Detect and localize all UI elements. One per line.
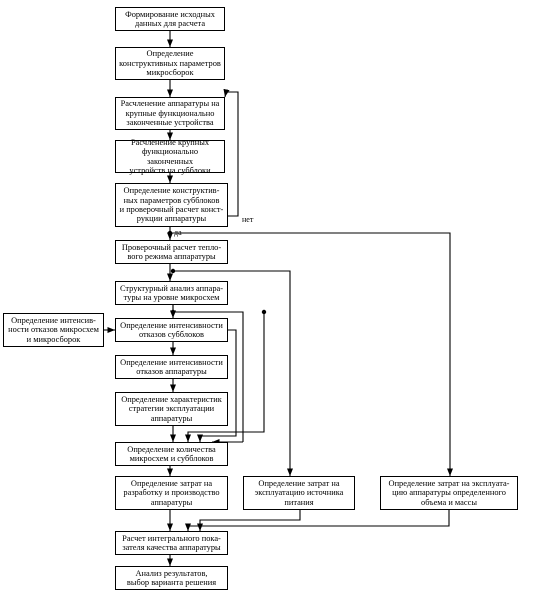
box-input-data: Формирование исходных данных для расчета bbox=[115, 7, 225, 31]
box-equipment-failure-rate: Определение интенсивности отказов аппара… bbox=[115, 355, 228, 379]
box-microchip-failure-rate: Определение интенсив- ности отказов микр… bbox=[3, 313, 104, 347]
label-no: нет bbox=[242, 215, 254, 224]
box-microassembly-params: Определение конструктивных параметров ми… bbox=[115, 47, 225, 80]
box-thermal-check: Проверочный расчет тепло- вого режима ап… bbox=[115, 240, 228, 264]
box-power-source-cost: Определение затрат на эксплуатацию источ… bbox=[243, 476, 355, 510]
connector bbox=[173, 270, 294, 476]
box-volume-mass-cost: Определение затрат на эксплуата- цию апп… bbox=[380, 476, 518, 510]
box-split-devices: Расчленение аппаратуры на крупные функци… bbox=[115, 97, 225, 130]
box-operation-strategy: Определение характеристик стратегии эксп… bbox=[115, 392, 228, 426]
no-loop-arrow bbox=[223, 88, 230, 98]
box-subblock-failure-rate: Определение интенсивности отказов суббло… bbox=[115, 318, 228, 342]
junction-dot bbox=[167, 230, 173, 236]
box-split-subblocks: Расчленение крупных функционально законч… bbox=[115, 138, 225, 175]
box-dev-production-cost: Определение затрат на разработку и произ… bbox=[115, 476, 228, 510]
connector bbox=[184, 312, 265, 442]
box-integral-quality: Расчет интегрального пока- зателя качест… bbox=[115, 531, 228, 555]
yes-branch bbox=[170, 232, 454, 476]
box-structural-analysis: Структурный анализ аппара- туры на уровн… bbox=[115, 281, 228, 305]
box-analysis-choice: Анализ результатов, выбор варианта решен… bbox=[115, 566, 228, 590]
connector bbox=[196, 510, 301, 531]
box-chip-count: Определение количества микросхем и суббл… bbox=[115, 442, 228, 466]
no-loop bbox=[226, 91, 239, 217]
connector bbox=[196, 329, 237, 442]
junction-dot bbox=[261, 309, 267, 315]
connector bbox=[184, 510, 450, 531]
box-subblock-params: Определение конструктив- ных параметров … bbox=[115, 183, 228, 227]
label-yes: да bbox=[174, 228, 182, 237]
junction-dot bbox=[170, 268, 176, 274]
